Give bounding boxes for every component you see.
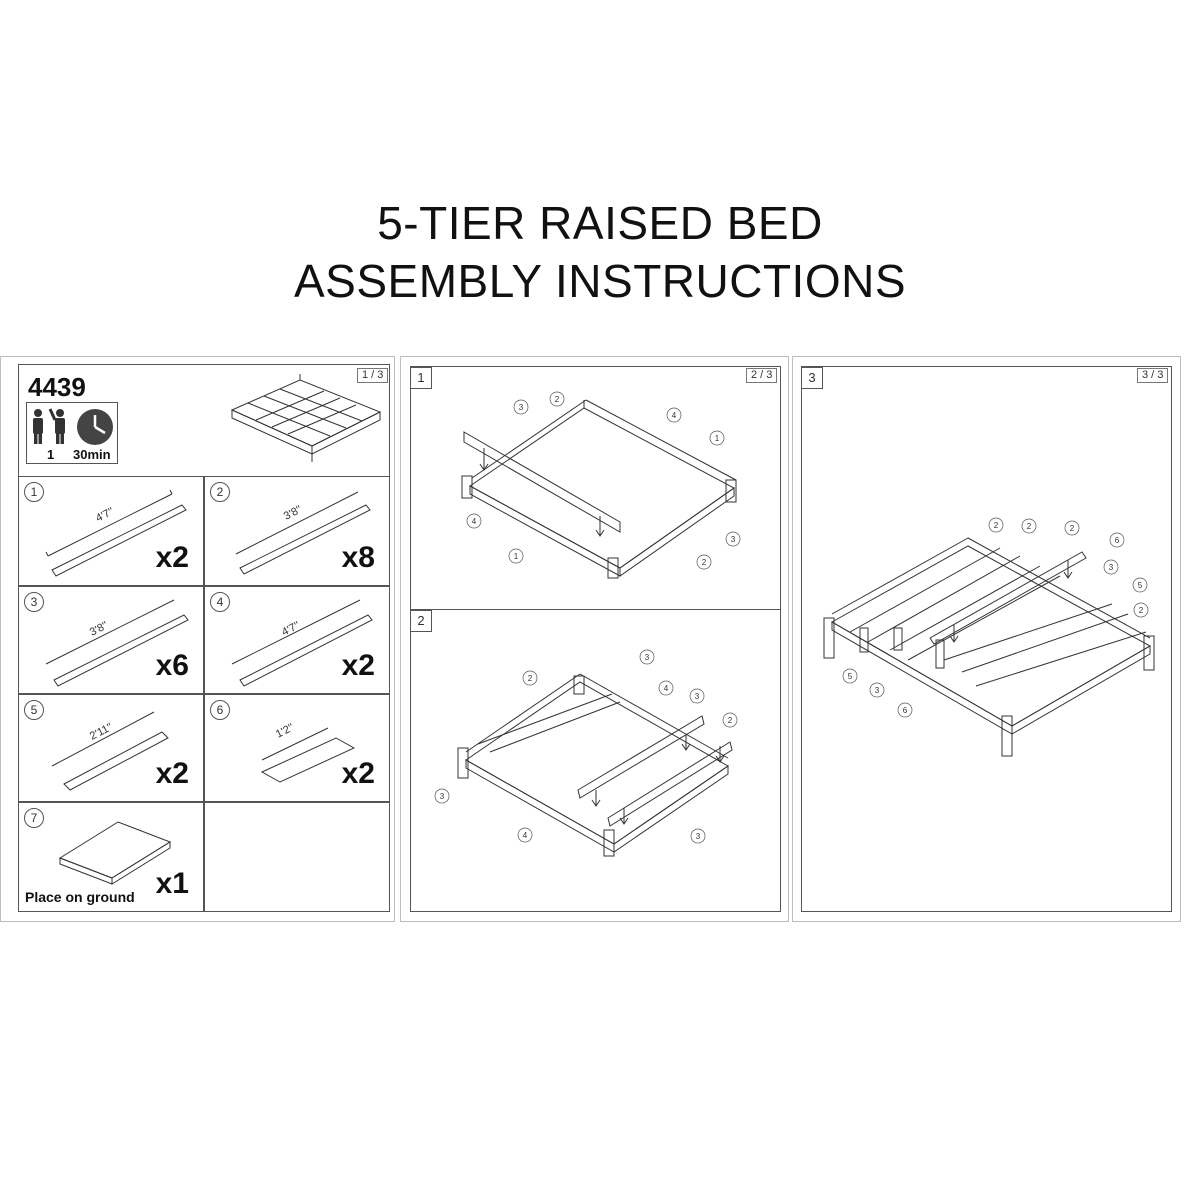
- part-cell-7: 7 Place on ground x1: [18, 802, 204, 912]
- step-2-frame: [410, 609, 781, 912]
- part-quantity: x8: [341, 541, 375, 574]
- clock-icon: [77, 409, 113, 445]
- page-number-3: 3 / 3: [1137, 368, 1169, 383]
- part-number: 6: [210, 700, 230, 720]
- part-quantity: x6: [155, 649, 189, 682]
- part-cell-2: 2 x8: [204, 476, 390, 586]
- step-number-1: 1: [410, 367, 432, 389]
- person-waving-icon: [48, 408, 65, 444]
- part-quantity: x2: [341, 649, 375, 682]
- part-quantity: x2: [341, 757, 375, 790]
- page-number-2: 2 / 3: [746, 368, 778, 383]
- part-cell-empty: [204, 802, 390, 912]
- people-count: 1: [47, 447, 55, 462]
- part-number: 2: [210, 482, 230, 502]
- part-quantity: x2: [155, 541, 189, 574]
- part-quantity: x2: [155, 757, 189, 790]
- part-cell-4: 4 x2: [204, 586, 390, 694]
- step-3-frame: [801, 366, 1172, 912]
- part-cell-5: 5 x2: [18, 694, 204, 802]
- part-number: 7: [24, 808, 44, 828]
- info-icons: [33, 408, 113, 445]
- info-box: 1 30min: [26, 402, 118, 464]
- part-cell-1: 1 x2: [18, 476, 204, 586]
- step-number-3: 3: [801, 367, 823, 389]
- part-quantity: x1: [155, 867, 189, 900]
- product-code: 4439: [28, 372, 86, 402]
- step-number-2: 2: [410, 610, 432, 632]
- page-number-1: 1 / 3: [357, 368, 389, 383]
- part-cell-6: 6 x2: [204, 694, 390, 802]
- part-number: 3: [24, 592, 44, 612]
- person-icon: [33, 409, 43, 444]
- part-note: Place on ground: [25, 889, 135, 905]
- part-number: 4: [210, 592, 230, 612]
- title-line-2: ASSEMBLY INSTRUCTIONS: [293, 255, 907, 307]
- part-number: 5: [24, 700, 44, 720]
- assembly-time: 30min: [73, 447, 111, 462]
- step-1-frame: [410, 366, 781, 610]
- part-cell-3: 3 x6: [18, 586, 204, 694]
- title-line-1: 5-TIER RAISED BED: [377, 197, 823, 249]
- part-number: 1: [24, 482, 44, 502]
